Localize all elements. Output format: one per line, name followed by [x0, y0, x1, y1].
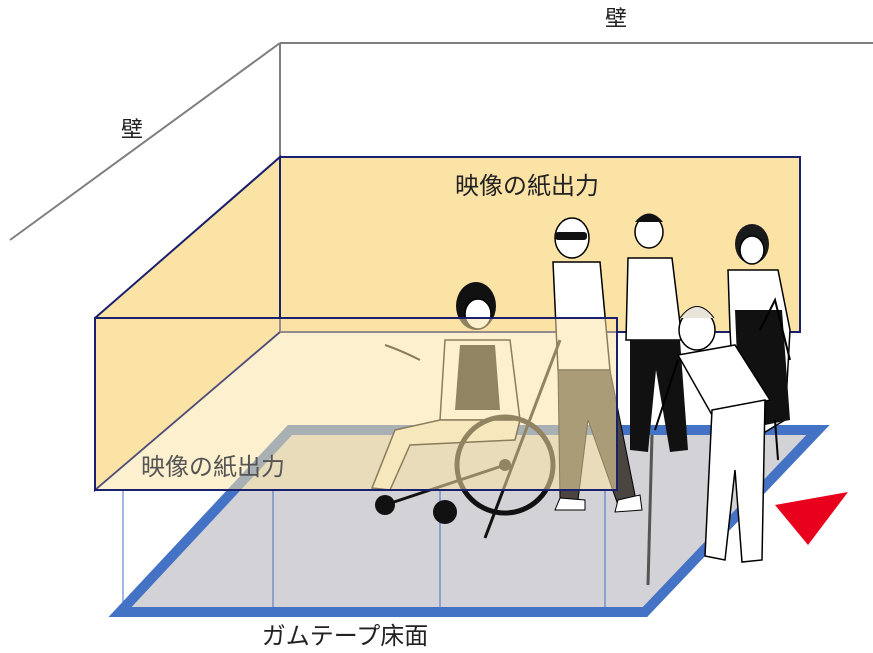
wall-lines: [9, 42, 873, 241]
print-label-front: 映像の紙出力: [141, 453, 285, 481]
red-marker-icon: [775, 492, 848, 545]
man-figure-icon: [625, 213, 688, 452]
panel-edge-bottom: [94, 331, 281, 491]
floor-guides: [122, 490, 606, 612]
print-panel-front: [94, 317, 618, 491]
print-label-back: 映像の紙出力: [455, 172, 599, 200]
print-panel-back: [279, 156, 801, 333]
elderly-person-with-cane-figure-icon: [646, 297, 791, 586]
wall-label-top: 壁: [605, 7, 627, 32]
wall-label-left: 壁: [121, 118, 143, 143]
floor-label: ガムテープ床面: [262, 622, 429, 650]
